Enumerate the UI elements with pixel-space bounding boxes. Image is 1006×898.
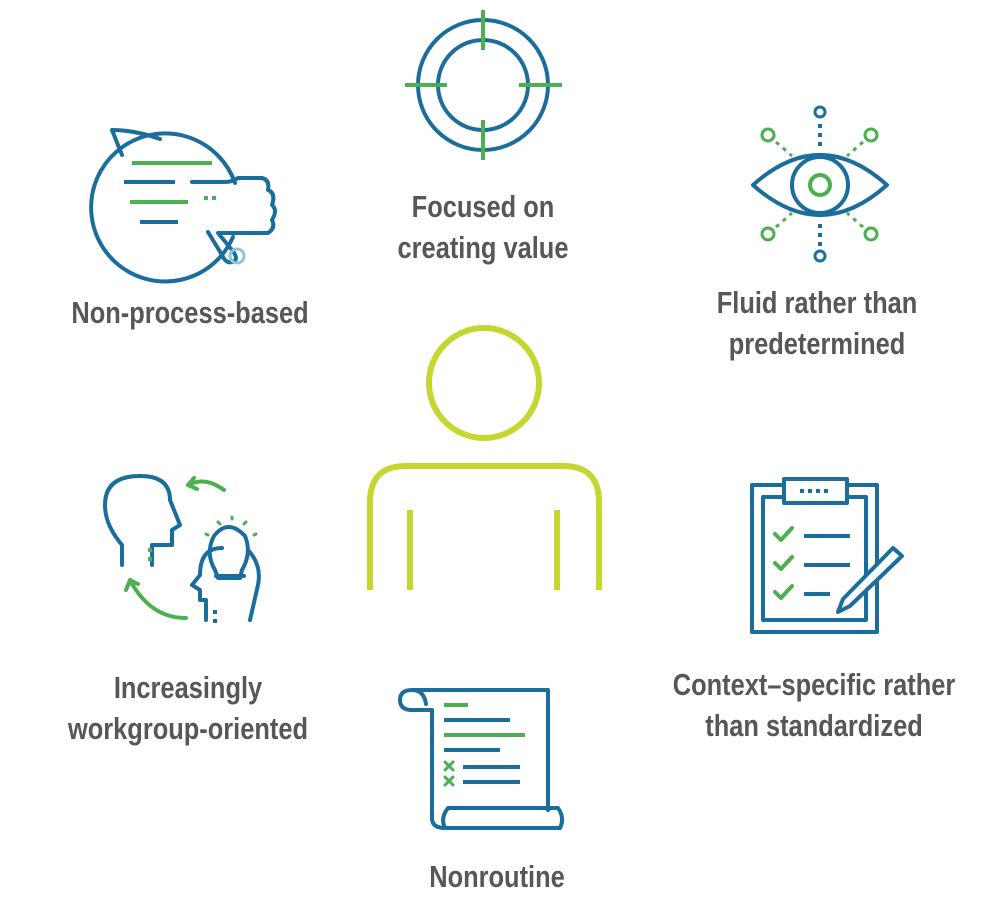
- clipboard-checklist-icon: [750, 477, 904, 634]
- label-line: Nonroutine: [429, 859, 565, 894]
- label-line: predetermined: [728, 326, 906, 361]
- label-line: Focused on: [411, 189, 555, 224]
- label-non-process-based: Non-process-based: [71, 292, 308, 333]
- label-line: than standardized: [705, 708, 923, 743]
- label-line: Non-process-based: [71, 295, 309, 330]
- label-focused-on-creating-value: Focused on creating value: [398, 186, 569, 268]
- target-icon: [405, 10, 562, 160]
- scroll-document-icon: [398, 688, 565, 830]
- person-icon: [367, 325, 602, 590]
- label-line: workgroup-oriented: [67, 711, 309, 746]
- eye-icon: [751, 105, 889, 263]
- label-nonroutine: Nonroutine: [429, 856, 565, 897]
- label-line: Fluid rather than: [716, 285, 918, 320]
- label-fluid: Fluid rather than predetermined: [717, 282, 918, 364]
- label-line: Context–specific rather: [672, 667, 956, 702]
- label-line: Increasingly: [113, 670, 263, 705]
- label-line: creating value: [397, 230, 569, 265]
- thumbs-down-speech-icon: [89, 128, 277, 284]
- label-context-specific: Context–specific rather than standardize…: [673, 664, 956, 746]
- collaborating-heads-icon: [103, 474, 261, 623]
- label-workgroup-oriented: Increasingly workgroup-oriented: [68, 667, 308, 749]
